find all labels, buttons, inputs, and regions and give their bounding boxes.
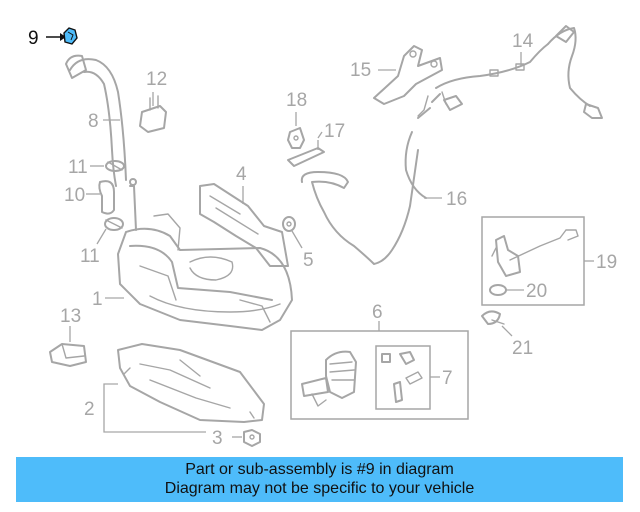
part-20-seal [489,284,524,296]
callout-7: 7 [442,368,453,389]
info-banner: Part or sub-assembly is #9 in diagram Di… [16,457,623,502]
callout-11a: 11 [68,157,88,178]
part-8-filler-pipe [65,54,127,187]
callout-1: 1 [92,289,103,310]
callout-9: 9 [28,28,39,49]
part-12 [139,92,167,133]
callout-14: 14 [512,31,534,52]
part-17 [287,131,325,167]
part-1-fuel-tank [105,178,293,331]
callout-12: 12 [146,69,167,90]
part-4-heat-shield [199,183,289,267]
banner-line-2: Diagram may not be specific to your vehi… [164,480,475,497]
callout-4: 4 [236,164,247,185]
part-13 [49,326,87,367]
part-14-wiring-harness [417,25,603,119]
callout-8: 8 [88,111,99,132]
callout-11b: 11 [80,246,100,267]
part-7-hardware [381,351,440,403]
part-6-canister [301,350,357,407]
part-19-fuel-pump [491,229,594,277]
part-10-hose [86,180,115,215]
callout-19: 19 [596,252,617,273]
callout-6: 6 [372,302,383,323]
part-5-washer [282,216,303,249]
part-16-vent-line [300,93,442,265]
callout-21: 21 [512,338,533,359]
banner-line-1: Part or sub-assembly is #9 in diagram [185,461,454,478]
part-21 [481,310,513,337]
callout-20: 20 [526,281,547,302]
part-3-nut [232,429,261,447]
part-18 [287,112,305,149]
callout-18: 18 [286,90,307,111]
callout-17: 17 [324,121,345,142]
callout-15: 15 [350,60,371,81]
callout-5: 5 [303,250,314,271]
part-2-skid-plate [103,343,265,433]
part-11-lower-clamp [96,217,124,245]
callout-13: 13 [60,306,81,327]
callout-3: 3 [212,428,223,449]
part-15-bracket [373,45,443,105]
callout-2: 2 [84,399,95,420]
part-9-highlighted[interactable] [46,27,78,45]
part-11-upper-clamp [90,160,125,172]
callout-10: 10 [64,185,85,206]
callout-16: 16 [446,189,467,210]
